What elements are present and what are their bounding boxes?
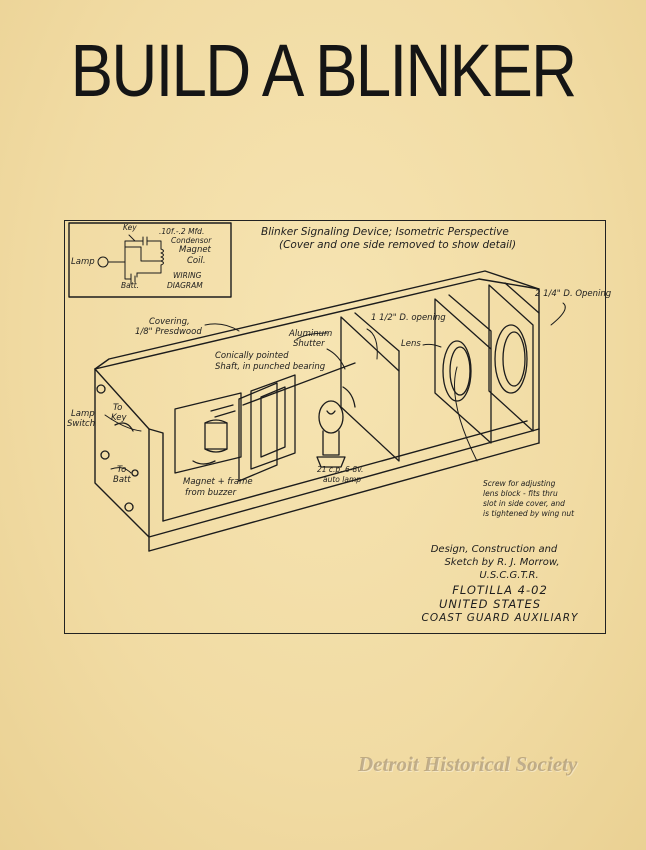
screw-label-2: lens block - fits thru [483,489,558,498]
shaft-label-1: Conically pointed [215,351,289,361]
auto-lamp-label-2: auto lamp [323,475,362,484]
coast-guard-label: COAST GUARD AUXILIARY [421,612,579,624]
covering-label-1: Covering, [149,317,190,327]
lens-label: Lens [401,339,421,349]
wiring-heading-2: DIAGRAM [167,281,203,290]
auto-lamp [316,386,356,468]
magnet-frame-label-2: from buzzer [185,488,237,498]
magnet-assembly [174,392,242,474]
to-batt-label-1: To [117,465,127,475]
screw-label-1: Screw for adjusting [483,479,556,488]
wiring-batt-label: Batt. [121,281,140,290]
screw-label-4: is tightened by wing nut [483,509,575,518]
lens-ring-small [442,340,472,402]
partitions [340,282,540,462]
covering-label-2: 1/8" Presdwood [135,327,202,337]
watermark-text: Detroit Historical Society [358,752,578,776]
blinker-drawing [68,222,566,552]
diagram-frame: Blinker Signaling Device; Isometric Pers… [64,220,611,634]
united-states-label: UNITED STATES [438,597,542,611]
to-batt-label-2: Batt [113,475,131,485]
to-key-label-2: Key [111,413,127,423]
lens-ring-large [494,324,528,394]
diagram-caption-line2: (Cover and one side removed to show deta… [279,239,517,251]
wiring-key-label: Key [123,223,137,232]
page-title: BUILD A BLINKER [70,29,577,112]
shaft [242,362,356,406]
small-opening-label: 1 1/2" D. opening [371,313,446,323]
leader-arrows [104,302,566,474]
wiring-condenser-label: Condensor [171,236,212,245]
auto-lamp-label-1: 21 c.p. 6-8v. [317,465,364,474]
large-opening-label: 2 1/4" D. Opening [535,289,612,299]
credit-line-2: Sketch by R. J. Morrow, [444,557,560,568]
wiring-schematic [97,234,164,285]
credit-line-1: Design, Construction and [430,544,558,555]
diagram-caption-line1: Blinker Signaling Device; Isometric Pers… [261,226,509,238]
wiring-heading-1: WIRING [173,271,202,280]
wiring-diagram-box [68,222,232,298]
shaft-label-2: Shaft, in punched bearing [215,362,326,372]
lamp-switch-label-2: Switch [67,419,96,429]
aluminum-shutter-label-2: Shutter [293,339,325,349]
wiring-lamp-label: Lamp [71,257,95,267]
to-key-label-1: To [113,403,123,413]
wiring-condenser-value: .10f.-.2 Mfd. [159,227,205,236]
magnet-frame-label-1: Magnet + frame [183,477,253,487]
shutter-frame [250,374,296,470]
box-outline [94,270,540,552]
wiring-magnet-label: Magnet [179,245,211,255]
wiring-coil-label: Coil. [187,256,206,266]
flotilla-label: FLOTILLA 4-02 [452,583,548,597]
credit-line-3: U.S.C.G.T.R. [479,570,539,581]
lamp-switch-label-1: Lamp [71,409,95,419]
screw-label-3: slot in side cover, and [483,499,565,508]
aluminum-shutter-label-1: Aluminum [289,329,333,339]
